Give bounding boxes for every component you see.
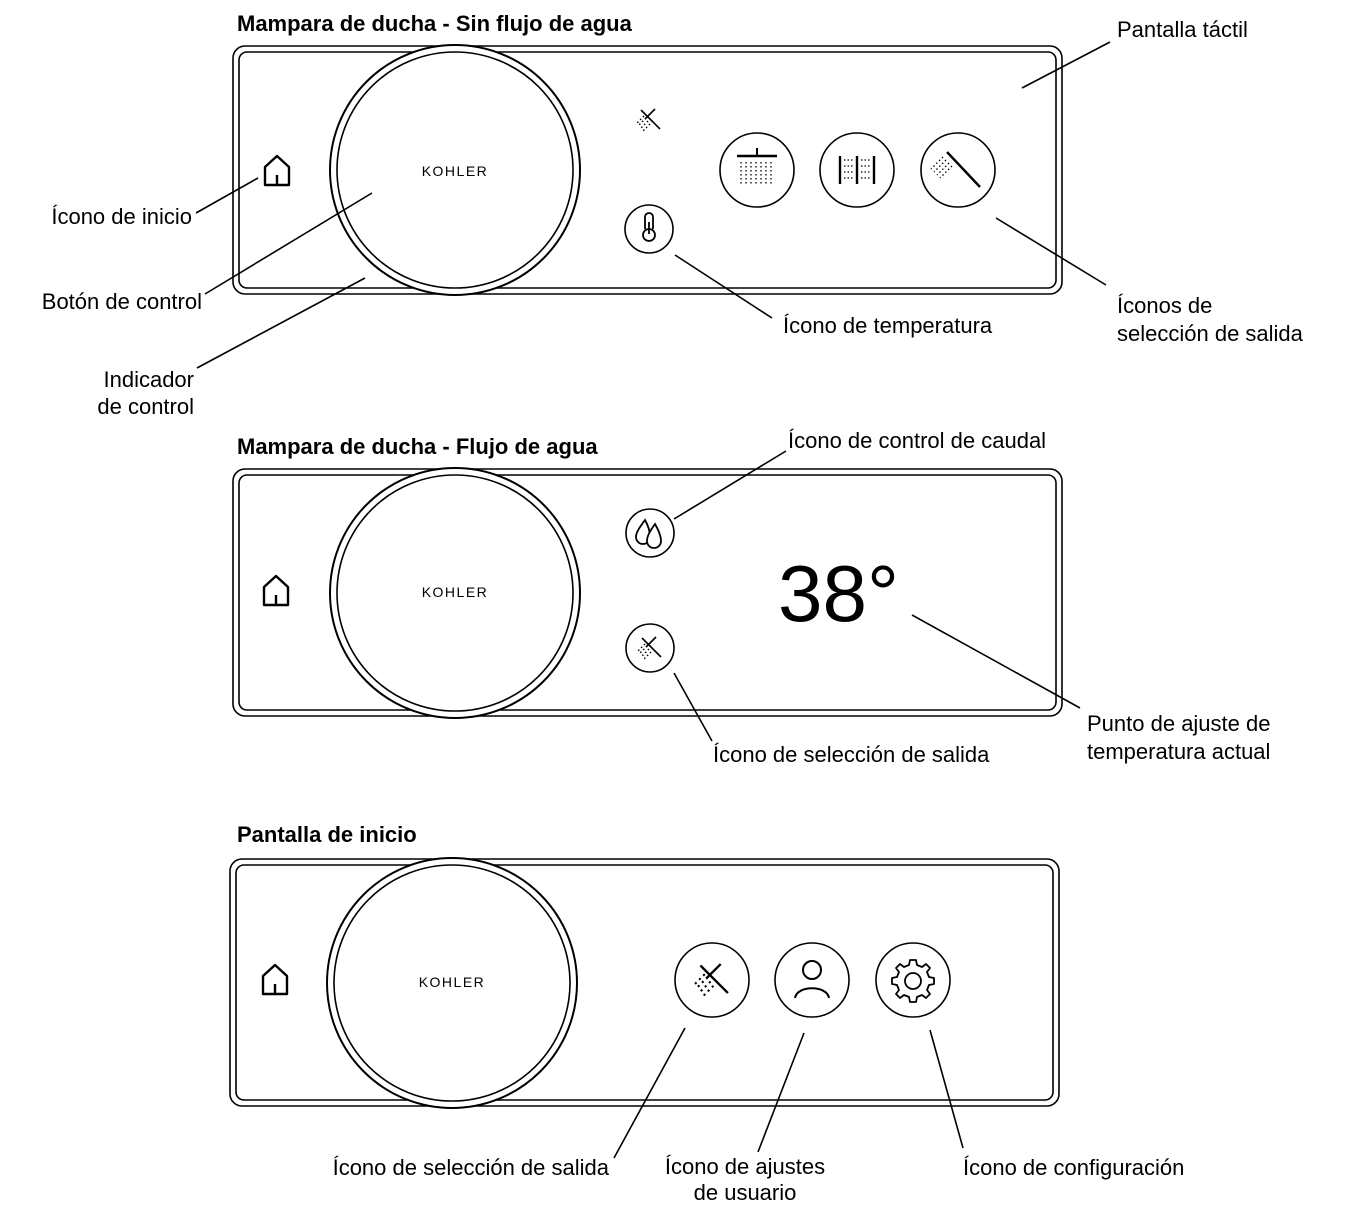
label-user-settings-1: Ícono de ajustes	[665, 1154, 825, 1179]
home-icon[interactable]	[261, 963, 289, 996]
temperature-setpoint: 38°	[778, 549, 899, 638]
leader-indicator	[196, 277, 366, 369]
label-user-settings-2: de usuario	[694, 1180, 797, 1205]
label-home-icon: Ícono de inicio	[51, 204, 192, 229]
handshower-icon[interactable]	[920, 132, 996, 208]
thermometer-icon[interactable]	[624, 204, 674, 254]
screen-frame-inner	[238, 51, 1057, 289]
outlet-select-icon[interactable]	[625, 623, 675, 673]
gear-icon[interactable]	[875, 942, 951, 1018]
panel-title: Mampara de ducha - Sin flujo de agua	[237, 11, 633, 36]
label-control-button: Botón de control	[42, 289, 202, 314]
leader-outlets	[995, 217, 1107, 286]
screen-frame-inner	[238, 474, 1057, 711]
home-icon[interactable]	[262, 574, 290, 607]
control-knob[interactable]	[333, 864, 571, 1102]
leader-setpoint	[911, 614, 1081, 709]
leader-home	[195, 177, 259, 214]
leader-knob	[204, 192, 373, 295]
panel-no-flow: Mampara de ducha - Sin flujo de agua KOH…	[42, 11, 1304, 419]
panel-title: Mampara de ducha - Flujo de agua	[237, 434, 598, 459]
label-setpoint-2: temperatura actual	[1087, 739, 1270, 764]
control-knob[interactable]	[336, 51, 574, 289]
control-indicator-ring	[326, 857, 578, 1109]
label-control-indicator-2: de control	[97, 394, 194, 419]
leader-outlet-select	[673, 672, 713, 742]
screen-frame-outer	[232, 468, 1063, 717]
home-icon[interactable]	[263, 154, 291, 187]
label-temperature-icon: Ícono de temperatura	[783, 313, 993, 338]
label-outlet-select-icon: Ícono de selección de salida	[333, 1155, 610, 1180]
screen-frame-outer	[229, 858, 1060, 1107]
leader-user-settings	[757, 1032, 805, 1153]
label-outlet-icons-1: Íconos de	[1117, 293, 1212, 318]
brand-logo: KOHLER	[422, 163, 489, 179]
leader-outlet-select	[613, 1027, 686, 1159]
panel-water-flow: Mampara de ducha - Flujo de agua KOHLER …	[232, 428, 1270, 767]
panel-home-screen: Pantalla de inicio KOHLER Ícono de selec…	[229, 822, 1184, 1205]
leader-touchscreen	[1021, 41, 1111, 89]
label-outlet-select-icon: Ícono de selección de salida	[713, 742, 990, 767]
label-control-indicator-1: Indicador	[103, 367, 194, 392]
water-drops-icon[interactable]	[625, 508, 675, 558]
outlet-status-icon	[635, 108, 661, 133]
rain-showerhead-icon[interactable]	[719, 132, 795, 208]
label-config-icon: Ícono de configuración	[963, 1155, 1184, 1180]
label-setpoint-1: Punto de ajuste de	[1087, 711, 1270, 736]
brand-logo: KOHLER	[419, 974, 486, 990]
control-indicator-ring	[329, 467, 581, 719]
control-indicator-ring	[329, 44, 581, 296]
label-touchscreen: Pantalla táctil	[1117, 17, 1248, 42]
leader-config	[929, 1029, 964, 1149]
control-knob[interactable]	[336, 474, 574, 712]
brand-logo: KOHLER	[422, 584, 489, 600]
screen-frame-inner	[235, 864, 1054, 1101]
panel-title: Pantalla de inicio	[237, 822, 417, 847]
label-flow-control-icon: Ícono de control de caudal	[788, 428, 1046, 453]
outlet-select-icon[interactable]	[674, 942, 750, 1018]
screen-frame-outer	[232, 45, 1063, 295]
body-spray-icon[interactable]	[819, 132, 895, 208]
user-icon[interactable]	[774, 942, 850, 1018]
leader-flow	[673, 450, 787, 520]
label-outlet-icons-2: selección de salida	[1117, 321, 1304, 346]
leader-temp	[674, 254, 773, 319]
